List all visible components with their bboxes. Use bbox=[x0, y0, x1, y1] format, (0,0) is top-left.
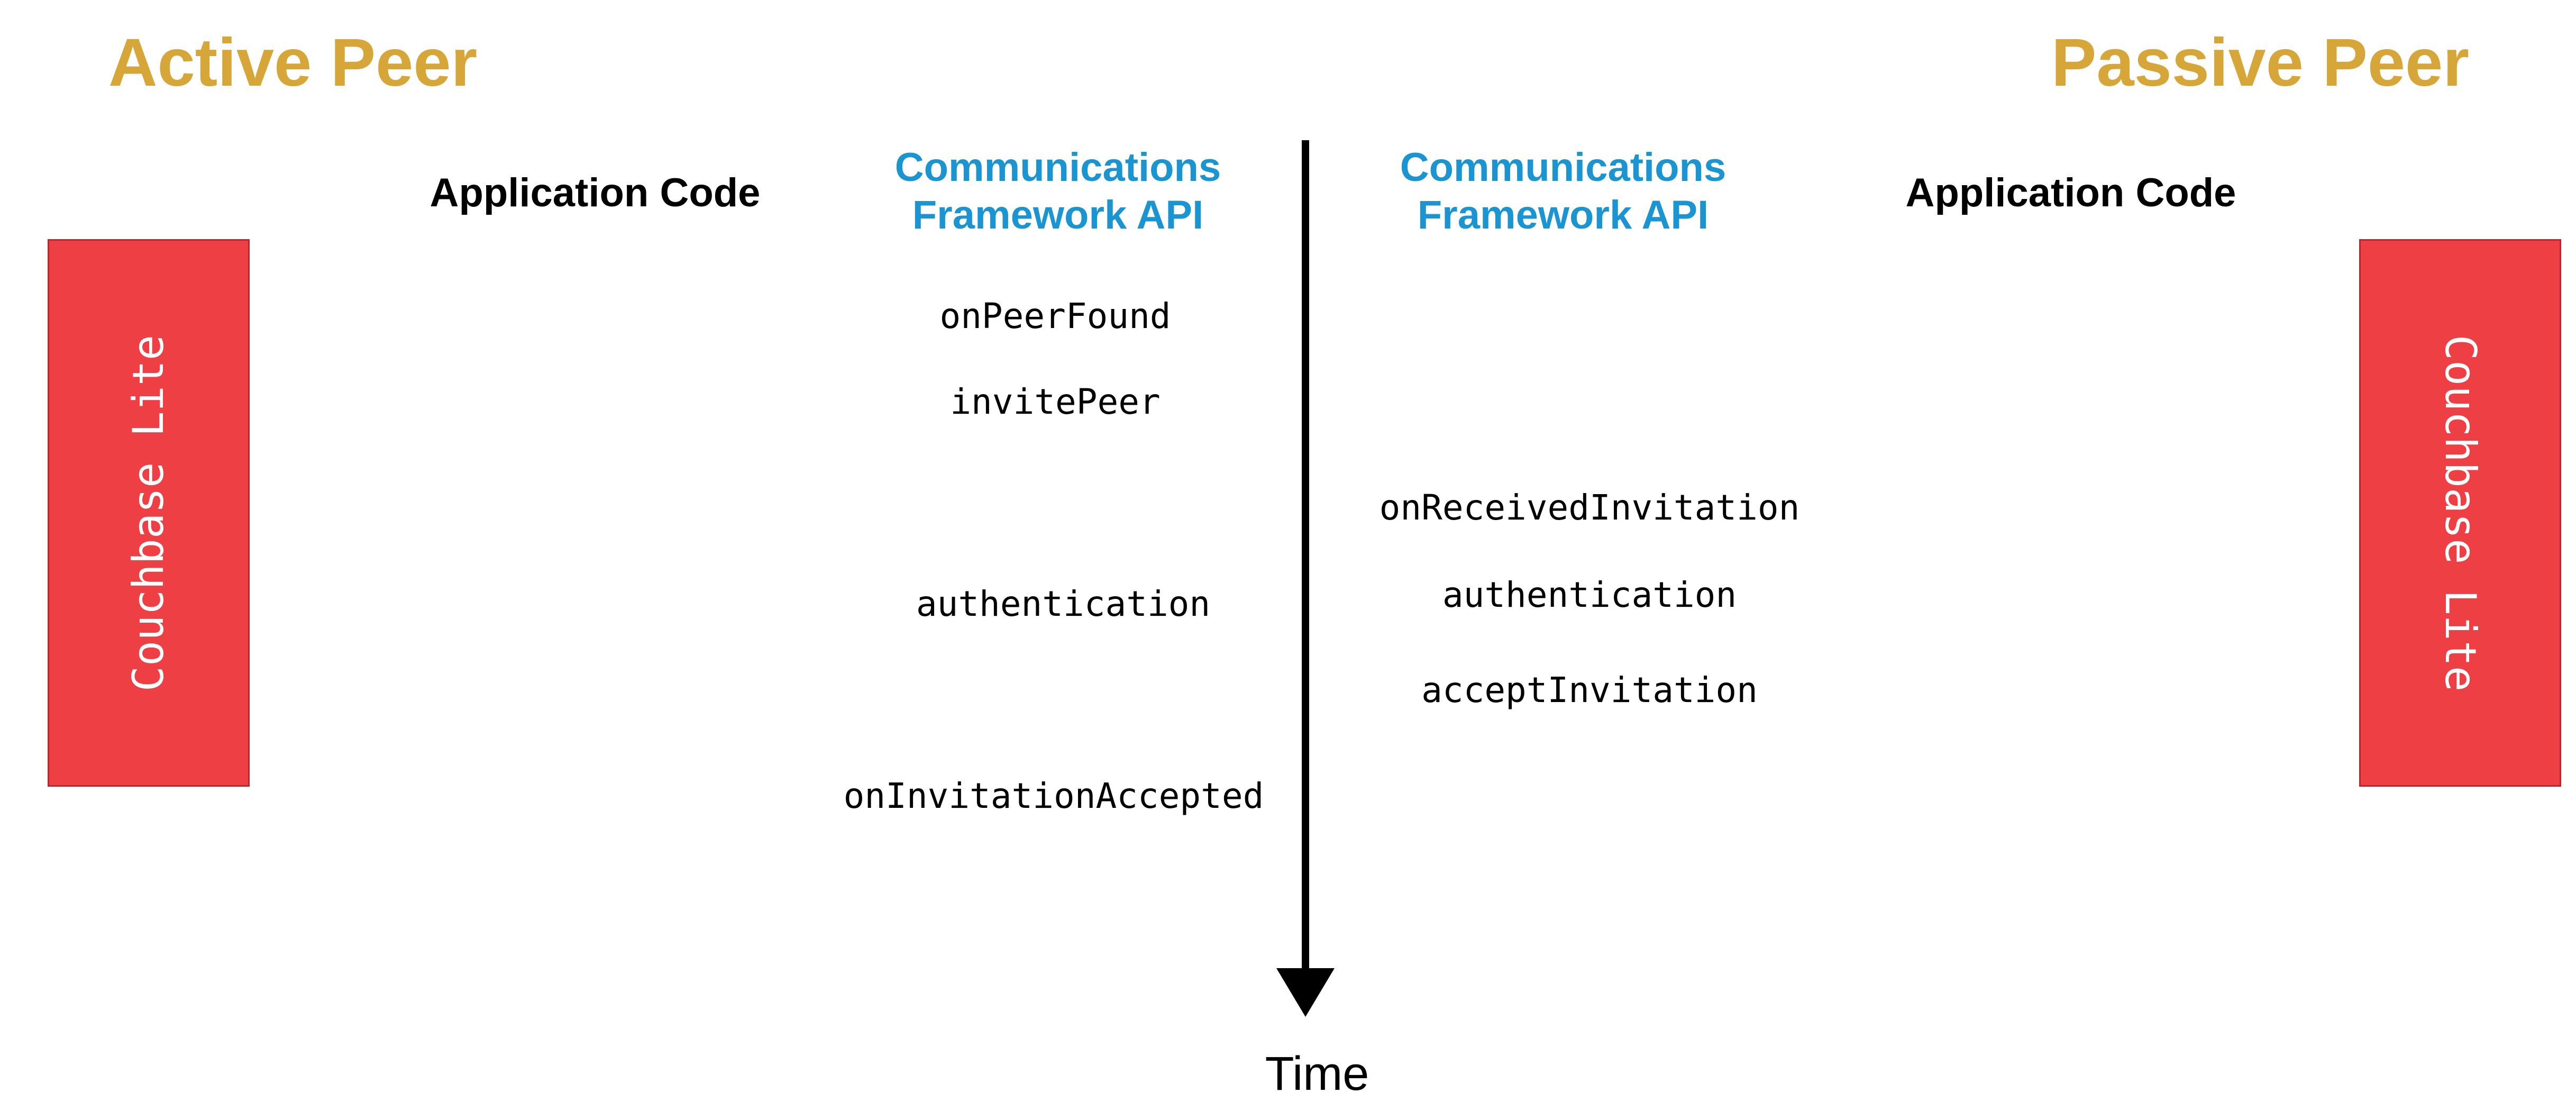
framework-api-line-2: Framework API bbox=[1417, 193, 1709, 238]
timeline-arrowhead bbox=[1276, 968, 1335, 1017]
active-peer-title: Active Peer bbox=[108, 25, 478, 101]
passive-call-authentication: authentication bbox=[1442, 575, 1737, 615]
framework-api-line-1: Communications bbox=[1400, 145, 1727, 190]
passive-peer-title: Passive Peer bbox=[2051, 25, 2469, 101]
framework-api-line-1: Communications bbox=[894, 145, 1221, 190]
active-call-on-peer-found: onPeerFound bbox=[939, 296, 1171, 336]
active-framework-api-header: Communications Framework API bbox=[895, 144, 1221, 239]
passive-couchbase-lite-box: Couchbase Lite bbox=[2359, 239, 2561, 787]
passive-call-accept-invitation: acceptInvitation bbox=[1421, 670, 1758, 711]
passive-call-on-received-invitation: onReceivedInvitation bbox=[1379, 487, 1800, 528]
active-application-code-label: Application Code bbox=[430, 170, 761, 215]
active-call-authentication: authentication bbox=[916, 584, 1211, 624]
framework-api-line-2: Framework API bbox=[912, 193, 1204, 238]
passive-application-code-label: Application Code bbox=[1905, 170, 2236, 215]
passive-framework-api-header: Communications Framework API bbox=[1400, 144, 1727, 239]
active-couchbase-lite-box: Couchbase Lite bbox=[48, 239, 250, 787]
active-call-invite-peer: invitePeer bbox=[950, 381, 1161, 422]
active-call-on-invitation-accepted: onInvitationAccepted bbox=[843, 776, 1264, 816]
time-label: Time bbox=[1265, 1048, 1369, 1100]
